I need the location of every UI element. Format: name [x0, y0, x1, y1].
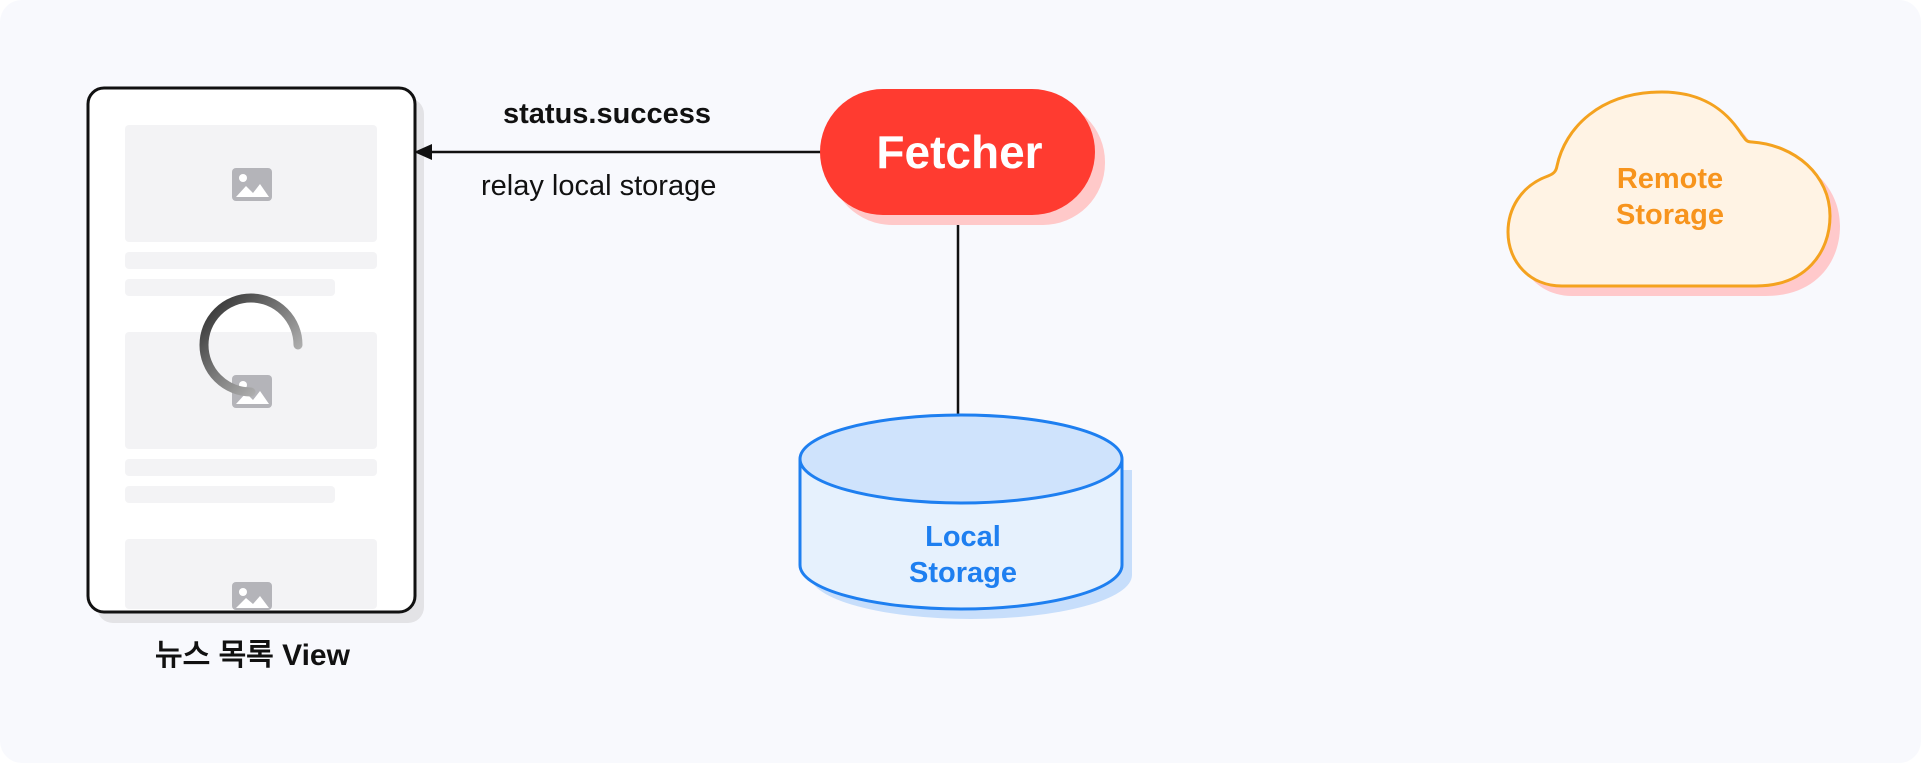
- image-icon: [232, 582, 272, 610]
- image-icon: [232, 168, 272, 201]
- news-thumbnail-3: [125, 539, 377, 609]
- arrow-label-status: status.success: [503, 98, 711, 130]
- local-storage-node: [798, 413, 1132, 619]
- fetcher-pill: [820, 89, 1095, 215]
- remote-storage-label-line2: Storage: [1616, 199, 1724, 231]
- news-title-placeholder-1: [125, 252, 377, 269]
- local-storage-label: Local Storage: [838, 519, 1088, 591]
- loading-spinner-icon: [199, 293, 303, 397]
- local-storage-top: [798, 413, 1124, 505]
- remote-storage-cloud: [1506, 90, 1832, 288]
- news-subtitle-placeholder-2: [125, 486, 335, 503]
- news-view-caption: 뉴스 목록 View: [155, 639, 350, 672]
- news-list-view-phone: [86, 86, 424, 623]
- fetcher-node: [820, 89, 1105, 225]
- arrowhead-icon: [414, 144, 432, 160]
- fetcher-label: Fetcher: [876, 126, 1043, 178]
- remote-storage-label-line1: Remote: [1616, 163, 1724, 195]
- news-title-placeholder-2: [125, 459, 377, 476]
- local-storage-label-line2: Storage: [909, 557, 1017, 589]
- remote-storage-label: Remote Storage: [1540, 161, 1800, 233]
- arrow-label-relay: relay local storage: [481, 170, 717, 202]
- news-subtitle-placeholder-1: [125, 279, 335, 296]
- local-storage-label-line1: Local: [925, 521, 1001, 553]
- remote-storage-node: [1506, 90, 1840, 296]
- arrow-fetcher-to-view: [414, 144, 826, 160]
